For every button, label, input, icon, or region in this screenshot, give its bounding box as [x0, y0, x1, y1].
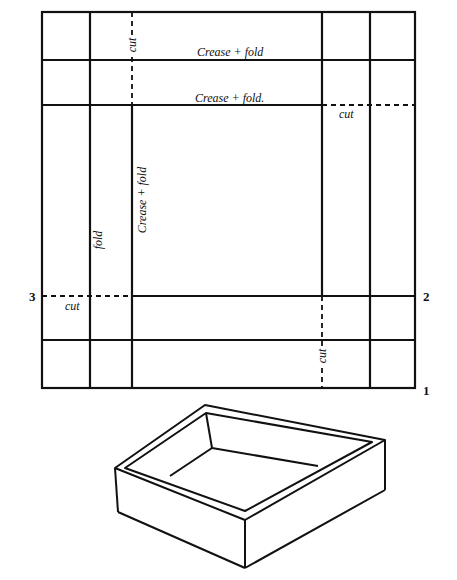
finished-box-drawing [115, 405, 385, 568]
cut-lines [42, 12, 415, 388]
instruction-label: Crease + fold. [193, 92, 266, 104]
instruction-label: cut [63, 300, 82, 312]
instruction-label: Crease + fold [136, 165, 148, 235]
instruction-label: cut [337, 108, 356, 120]
callout-number: 2 [421, 290, 432, 303]
pattern-outline [42, 12, 415, 388]
instruction-label: cut [316, 347, 328, 366]
instruction-label: fold [92, 229, 104, 252]
callout-number: 3 [27, 290, 38, 303]
instruction-label: Crease + fold [195, 46, 265, 58]
instruction-label: cut [126, 36, 138, 55]
callout-number: 1 [421, 384, 432, 397]
